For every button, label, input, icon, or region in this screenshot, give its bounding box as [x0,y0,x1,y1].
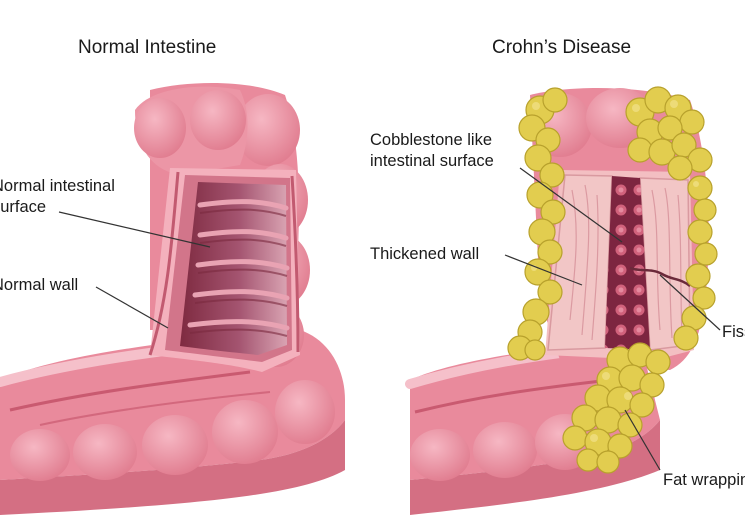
label-normal-surface-line2: surface [0,197,115,218]
label-cobblestone: Cobblestone like intestinal surface [370,130,494,172]
label-fat-wrapping: Fat wrapping [663,470,745,491]
label-cobblestone-line1: Cobblestone like [370,130,494,151]
normal-intestine-title: Normal Intestine [78,37,216,59]
label-fissure: Fissure [722,322,745,343]
crohns-cut-section [545,170,694,360]
label-cobblestone-line2: intestinal surface [370,151,494,172]
normal-intestine-illustration [0,83,345,515]
crohns-disease-title: Crohn’s Disease [492,37,631,59]
label-normal-surface-line1: Normal intestinal [0,176,115,197]
label-normal-surface: Normal intestinal surface [0,176,115,218]
label-thickened-wall: Thickened wall [370,244,479,265]
normal-cut-section [150,168,300,372]
label-normal-wall: Normal wall [0,275,78,296]
